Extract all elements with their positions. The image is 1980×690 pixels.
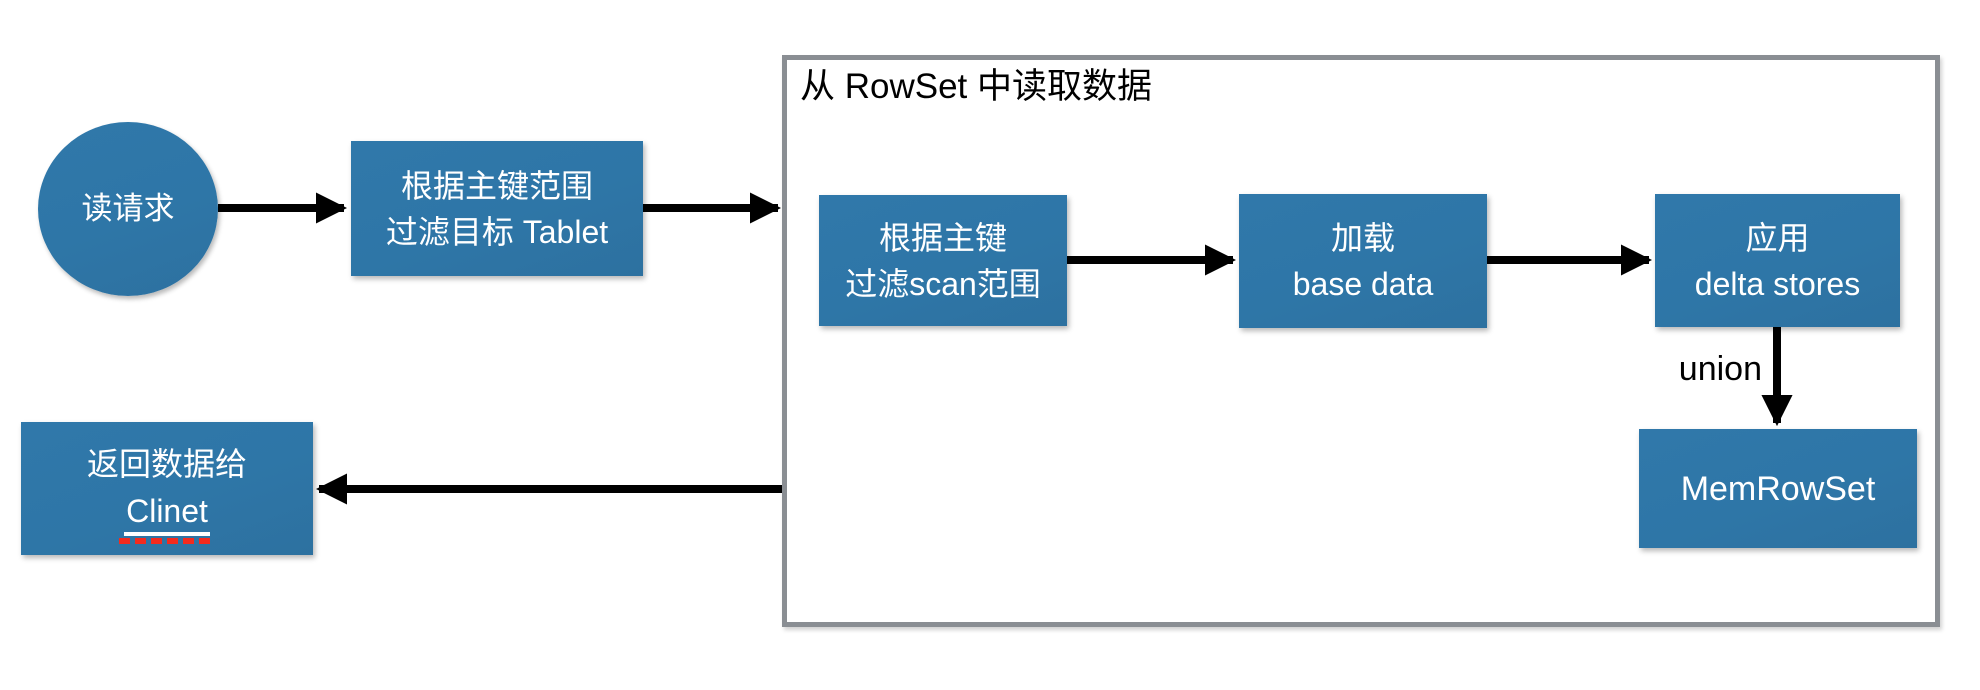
node-apply-delta-stores: 应用 delta stores bbox=[1655, 194, 1900, 327]
node-mem-rowset: MemRowSet bbox=[1639, 429, 1917, 548]
node-filter-tablet-line1: 根据主键范围 bbox=[400, 167, 593, 204]
node-filter-scan-line1: 根据主键 bbox=[878, 219, 1007, 256]
node-filter-tablet: 根据主键范围 过滤目标 Tablet bbox=[351, 141, 643, 276]
node-apply-delta-stores-line1: 应用 bbox=[1745, 219, 1810, 256]
rowset-group-title: 从 RowSet 中读取数据 bbox=[800, 67, 1153, 106]
node-read-request-label: 读请求 bbox=[81, 191, 175, 226]
node-load-base-data-line2: base data bbox=[1292, 266, 1434, 302]
node-load-base-data-line1: 加载 bbox=[1330, 220, 1395, 256]
node-filter-scan: 根据主键 过滤scan范围 bbox=[819, 195, 1067, 326]
node-return-client: 返回数据给 Clinet bbox=[21, 422, 313, 555]
node-apply-delta-stores-line2: delta stores bbox=[1694, 265, 1861, 302]
node-filter-tablet-line2: 过滤目标 Tablet bbox=[385, 213, 609, 250]
union-edge-label: union bbox=[1678, 350, 1762, 388]
node-load-base-data: 加载 base data bbox=[1239, 194, 1487, 328]
node-return-client-line2-underlined: Clinet bbox=[119, 491, 215, 544]
node-return-client-line2: Clinet bbox=[126, 493, 208, 529]
node-read-request: 读请求 bbox=[38, 122, 218, 296]
node-filter-scan-line2: 过滤scan范围 bbox=[845, 265, 1041, 302]
node-mem-rowset-label: MemRowSet bbox=[1680, 469, 1876, 508]
node-return-client-line1: 返回数据给 bbox=[86, 446, 247, 482]
